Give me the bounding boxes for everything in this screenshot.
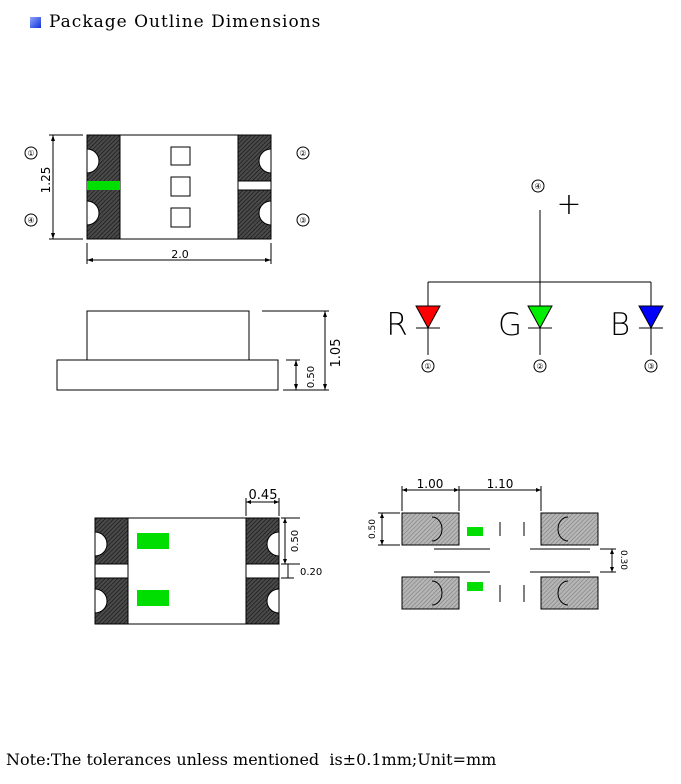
green-pad <box>137 590 169 606</box>
green-pad <box>137 533 169 549</box>
pin-label: ④ <box>27 216 34 225</box>
diode-label: G <box>498 307 522 343</box>
section-title: Package Outline Dimensions <box>49 12 322 32</box>
pin-label: ③ <box>299 216 306 225</box>
bottom-view: 0.45 0.50 0.20 <box>94 488 322 625</box>
pin-label: ① <box>424 362 431 371</box>
pin-label: ② <box>299 149 306 158</box>
dim-width-label: 2.0 <box>171 248 189 261</box>
chip-square <box>170 176 191 197</box>
polarity-label: + <box>556 187 581 222</box>
pin-label: ④ <box>534 182 541 191</box>
dim-pad-height-label: 0.50 <box>290 530 301 552</box>
dim-base-height-label: 0.50 <box>306 366 317 388</box>
side-view: 1.05 0.50 <box>56 310 344 391</box>
dim-pad-width-label: 0.45 <box>249 488 278 503</box>
dim-gap-label: 0.30 <box>618 550 628 570</box>
pin-label: ① <box>27 149 34 158</box>
dim-pad-height-label: 0.50 <box>368 519 378 539</box>
top-view: 1.25 2.0 ① ④ ② ③ <box>24 134 310 264</box>
dim-spacing-label: 1.10 <box>487 477 514 491</box>
chip-square <box>170 207 191 228</box>
green-pad <box>467 582 483 591</box>
bullet-icon <box>30 16 41 28</box>
pin-label: ③ <box>647 362 654 371</box>
diode-red <box>415 305 441 330</box>
pin-label: ② <box>536 362 543 371</box>
tolerance-note: Note:The tolerances unless mentioned is±… <box>6 750 497 769</box>
dim-gap-label: 0.20 <box>300 567 322 578</box>
circuit-schematic: ④ + R ① G ② B ③ <box>386 179 664 373</box>
diode-green <box>527 305 553 330</box>
footprint: 1.00 1.10 0.50 0.30 <box>368 477 628 610</box>
chip-square <box>170 146 191 166</box>
diode-label: B <box>610 307 630 343</box>
section-header: Package Outline Dimensions <box>30 12 321 32</box>
green-pad <box>467 527 483 536</box>
diode-label: R <box>386 307 408 343</box>
dim-total-height-label: 1.05 <box>329 339 344 368</box>
green-marker <box>87 181 120 190</box>
dim-height-label: 1.25 <box>39 167 53 194</box>
diode-blue <box>638 305 664 330</box>
dim-pad-length-label: 1.00 <box>417 477 444 491</box>
